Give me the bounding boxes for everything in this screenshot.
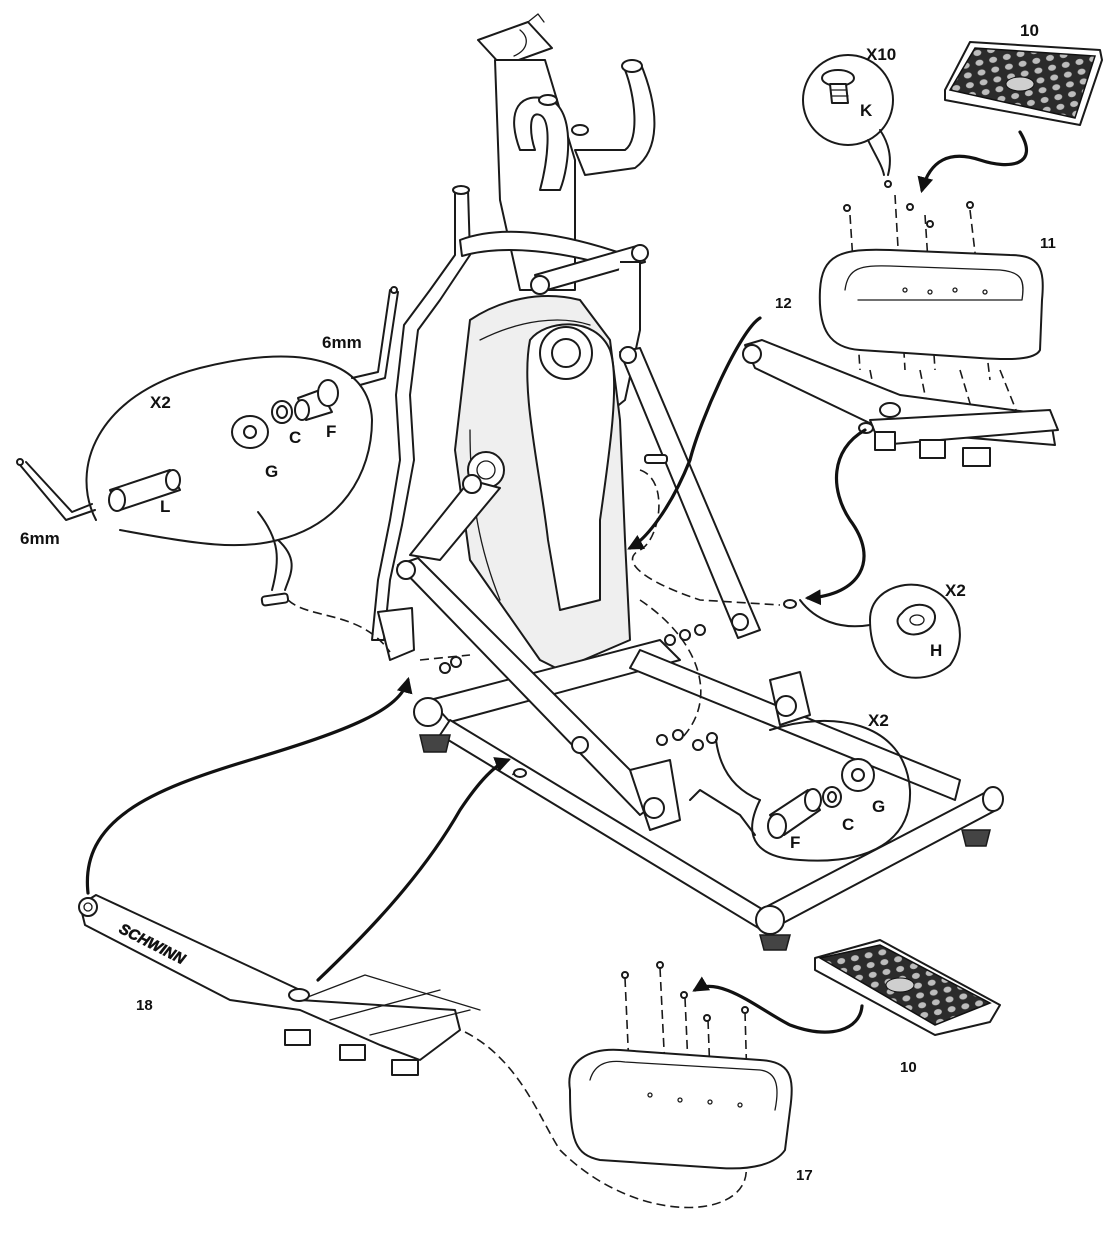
part-10-label-top: 10	[1020, 21, 1039, 40]
flange-bushing-f-icon	[294, 379, 339, 421]
hw-k-label: K	[860, 101, 873, 120]
part-11-label: 11	[1040, 235, 1056, 252]
qty-x2-label-right: X2	[945, 581, 966, 600]
allen-wrench-icon	[351, 286, 399, 386]
assembly-arrows	[85, 130, 1028, 1034]
leveling-foot-rear-right	[961, 829, 991, 847]
right-pedal-arm-part-12	[742, 339, 1059, 467]
allen-wrench-icon	[16, 458, 96, 521]
pedal-pad-part-10-bottom	[814, 939, 1001, 1036]
crank-cover	[526, 323, 616, 611]
flange-bushing-f-icon	[767, 788, 822, 839]
left-pedal-bed-part-17	[568, 1048, 793, 1170]
leveling-foot-front	[419, 734, 451, 753]
fixed-handlebar	[513, 96, 570, 191]
pedal-pad-part-10-top	[944, 41, 1103, 126]
washer-g-icon	[841, 758, 875, 792]
left-pedal-arm-part-18: SCHWINN	[78, 894, 481, 1076]
part-18-label: 18	[136, 997, 153, 1014]
console-mount-plate	[477, 21, 553, 67]
right-pedal-bed-part-11	[818, 248, 1044, 361]
washer-g-icon	[231, 415, 269, 449]
hw-g-label-bottom: G	[872, 797, 885, 816]
tool-6mm-label-top: 6mm	[322, 333, 362, 352]
screws-part-17	[621, 961, 749, 1022]
frame-hardware	[260, 454, 797, 778]
hw-c-label-bottom: C	[842, 815, 854, 834]
hardware-callout-screw-k	[802, 54, 894, 176]
part-17-label: 17	[796, 1167, 813, 1184]
qty-x10-label: X10	[866, 45, 896, 64]
hw-f-label-left: F	[326, 422, 336, 441]
hw-h-label: H	[930, 641, 942, 660]
hardware-callout-upper-left	[16, 286, 399, 591]
screws-part-11	[843, 180, 974, 228]
hw-f-label-bottom: F	[790, 833, 800, 852]
bushing-c-icon	[271, 400, 293, 424]
base-rail-right	[629, 649, 961, 801]
nut-h-icon	[896, 603, 937, 636]
tool-6mm-label-left: 6mm	[20, 529, 60, 548]
part-10-label-bottom: 10	[900, 1059, 917, 1076]
base-rail-left	[429, 639, 681, 723]
left-crank-arm	[409, 479, 501, 561]
right-link-arm	[619, 347, 761, 639]
qty-x2-label-left: X2	[150, 393, 171, 412]
part-12-label: 12	[775, 295, 792, 312]
hw-g-label-left: G	[265, 462, 278, 481]
qty-x2-label-bottom: X2	[868, 711, 889, 730]
axle-l-icon	[108, 469, 181, 512]
screw-k-icon	[821, 69, 855, 104]
bushing-c-icon	[822, 786, 842, 808]
hardware-callout-part-h	[799, 583, 961, 679]
leveling-foot-rear-left	[759, 934, 791, 951]
hardware-callout-lower	[715, 719, 912, 862]
labels: 10 X10 K 11 12 6mm X2 G C F L 6mm X2 H X…	[20, 21, 1056, 1184]
hw-l-label: L	[160, 497, 170, 516]
hw-c-label-left: C	[289, 428, 301, 447]
